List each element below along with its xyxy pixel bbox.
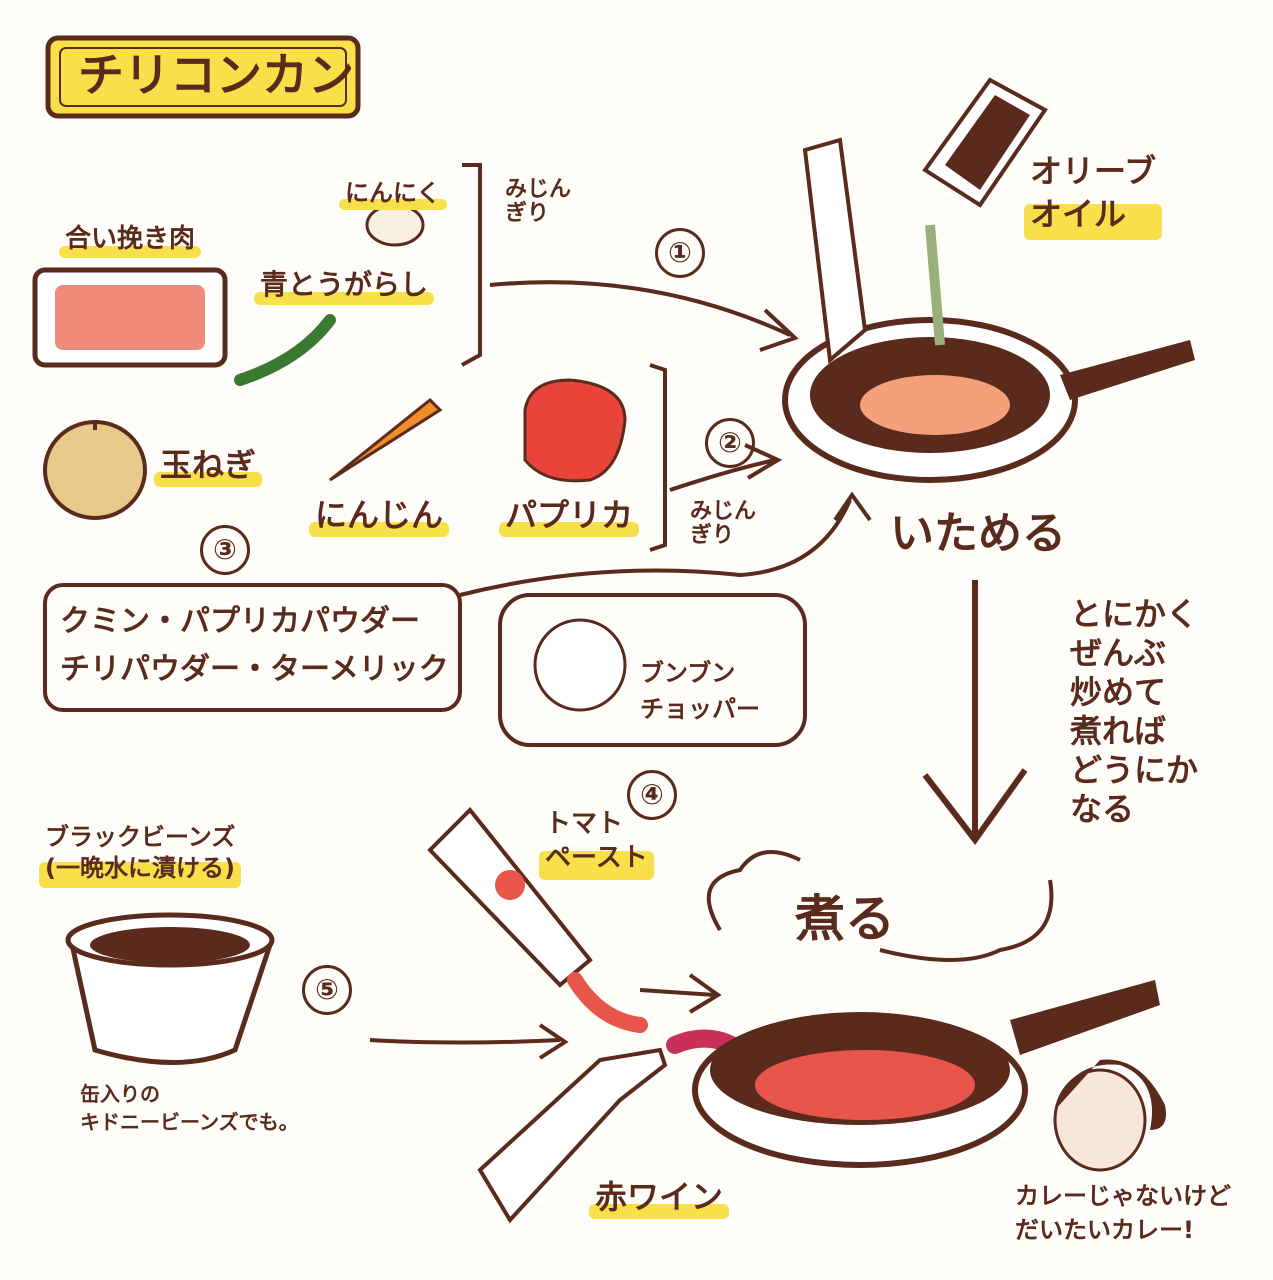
oil-bottle xyxy=(922,77,1048,346)
title-badge xyxy=(45,35,361,119)
label-garlic: にんにく xyxy=(339,179,447,211)
label-onion: 玉ねぎ xyxy=(153,446,263,488)
spices-text: クミン・パプリカパウダー チリパウダー・ターメリック xyxy=(60,604,449,687)
carrot-illustration xyxy=(329,397,443,482)
label-meat: 合い挽き肉 xyxy=(58,224,202,258)
note-mince-1: みじん ぎり xyxy=(505,177,572,227)
onion-illustration xyxy=(43,420,147,520)
beans-bowl xyxy=(65,912,275,1065)
step-1: ① xyxy=(655,228,705,278)
side-comment: とにかく ぜんぶ 炒めて 煮れば どうにか なる xyxy=(1070,595,1199,829)
tomato-paste-tube xyxy=(427,807,648,1033)
page-title: チリコンカン xyxy=(78,48,354,102)
spatula-illustration xyxy=(802,137,868,364)
garlic-illustration xyxy=(365,203,425,247)
step-3: ③ xyxy=(200,525,250,575)
character-face xyxy=(1053,1059,1166,1172)
step-2: ② xyxy=(705,418,755,468)
step-4: ④ xyxy=(627,770,677,820)
chili-illustration xyxy=(234,314,336,386)
meat-tray xyxy=(32,267,228,368)
label-simmer: 煮る xyxy=(795,890,895,948)
beans-alternative: 缶入りの キドニービーンズでも。 xyxy=(80,1082,299,1134)
frying-pan-top xyxy=(782,317,1195,483)
chopper-text: ブンブン チョッパー xyxy=(640,659,760,723)
label-carrot: にんじん xyxy=(308,496,450,538)
label-red-wine: 赤ワイン xyxy=(588,1178,730,1220)
label-olive-oil: オリーブ オイル xyxy=(1023,150,1163,241)
chopper-illustration xyxy=(533,618,627,712)
label-tomato-paste: トマト ペースト xyxy=(539,808,654,880)
frying-pan-bottom xyxy=(692,980,1160,1168)
label-beans: ブラックビーンズ (一晩水に漬ける) xyxy=(38,822,242,889)
note-mince-2: みじん ぎり xyxy=(690,499,757,549)
label-paprika: パプリカ xyxy=(498,496,640,538)
step-5: ⑤ xyxy=(302,965,352,1015)
label-saute: いためる xyxy=(890,508,1066,559)
pepper-illustration xyxy=(523,378,627,483)
label-chili: 青とうがらし xyxy=(253,268,435,305)
simmer-cloud xyxy=(706,850,1054,962)
curry-comment: カレーじゃないけど だいたいカレー! xyxy=(1015,1182,1231,1244)
chopper-box xyxy=(498,593,807,747)
spice-box xyxy=(43,583,462,712)
